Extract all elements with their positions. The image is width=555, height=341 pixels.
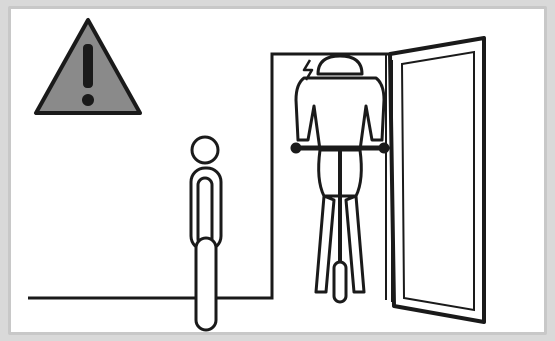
- open-door: [388, 36, 486, 324]
- warning-triangle-icon: [34, 18, 142, 115]
- standing-person: [189, 135, 223, 332]
- lightning-bolt-icon: [302, 59, 314, 81]
- scooter-rider: [290, 54, 390, 304]
